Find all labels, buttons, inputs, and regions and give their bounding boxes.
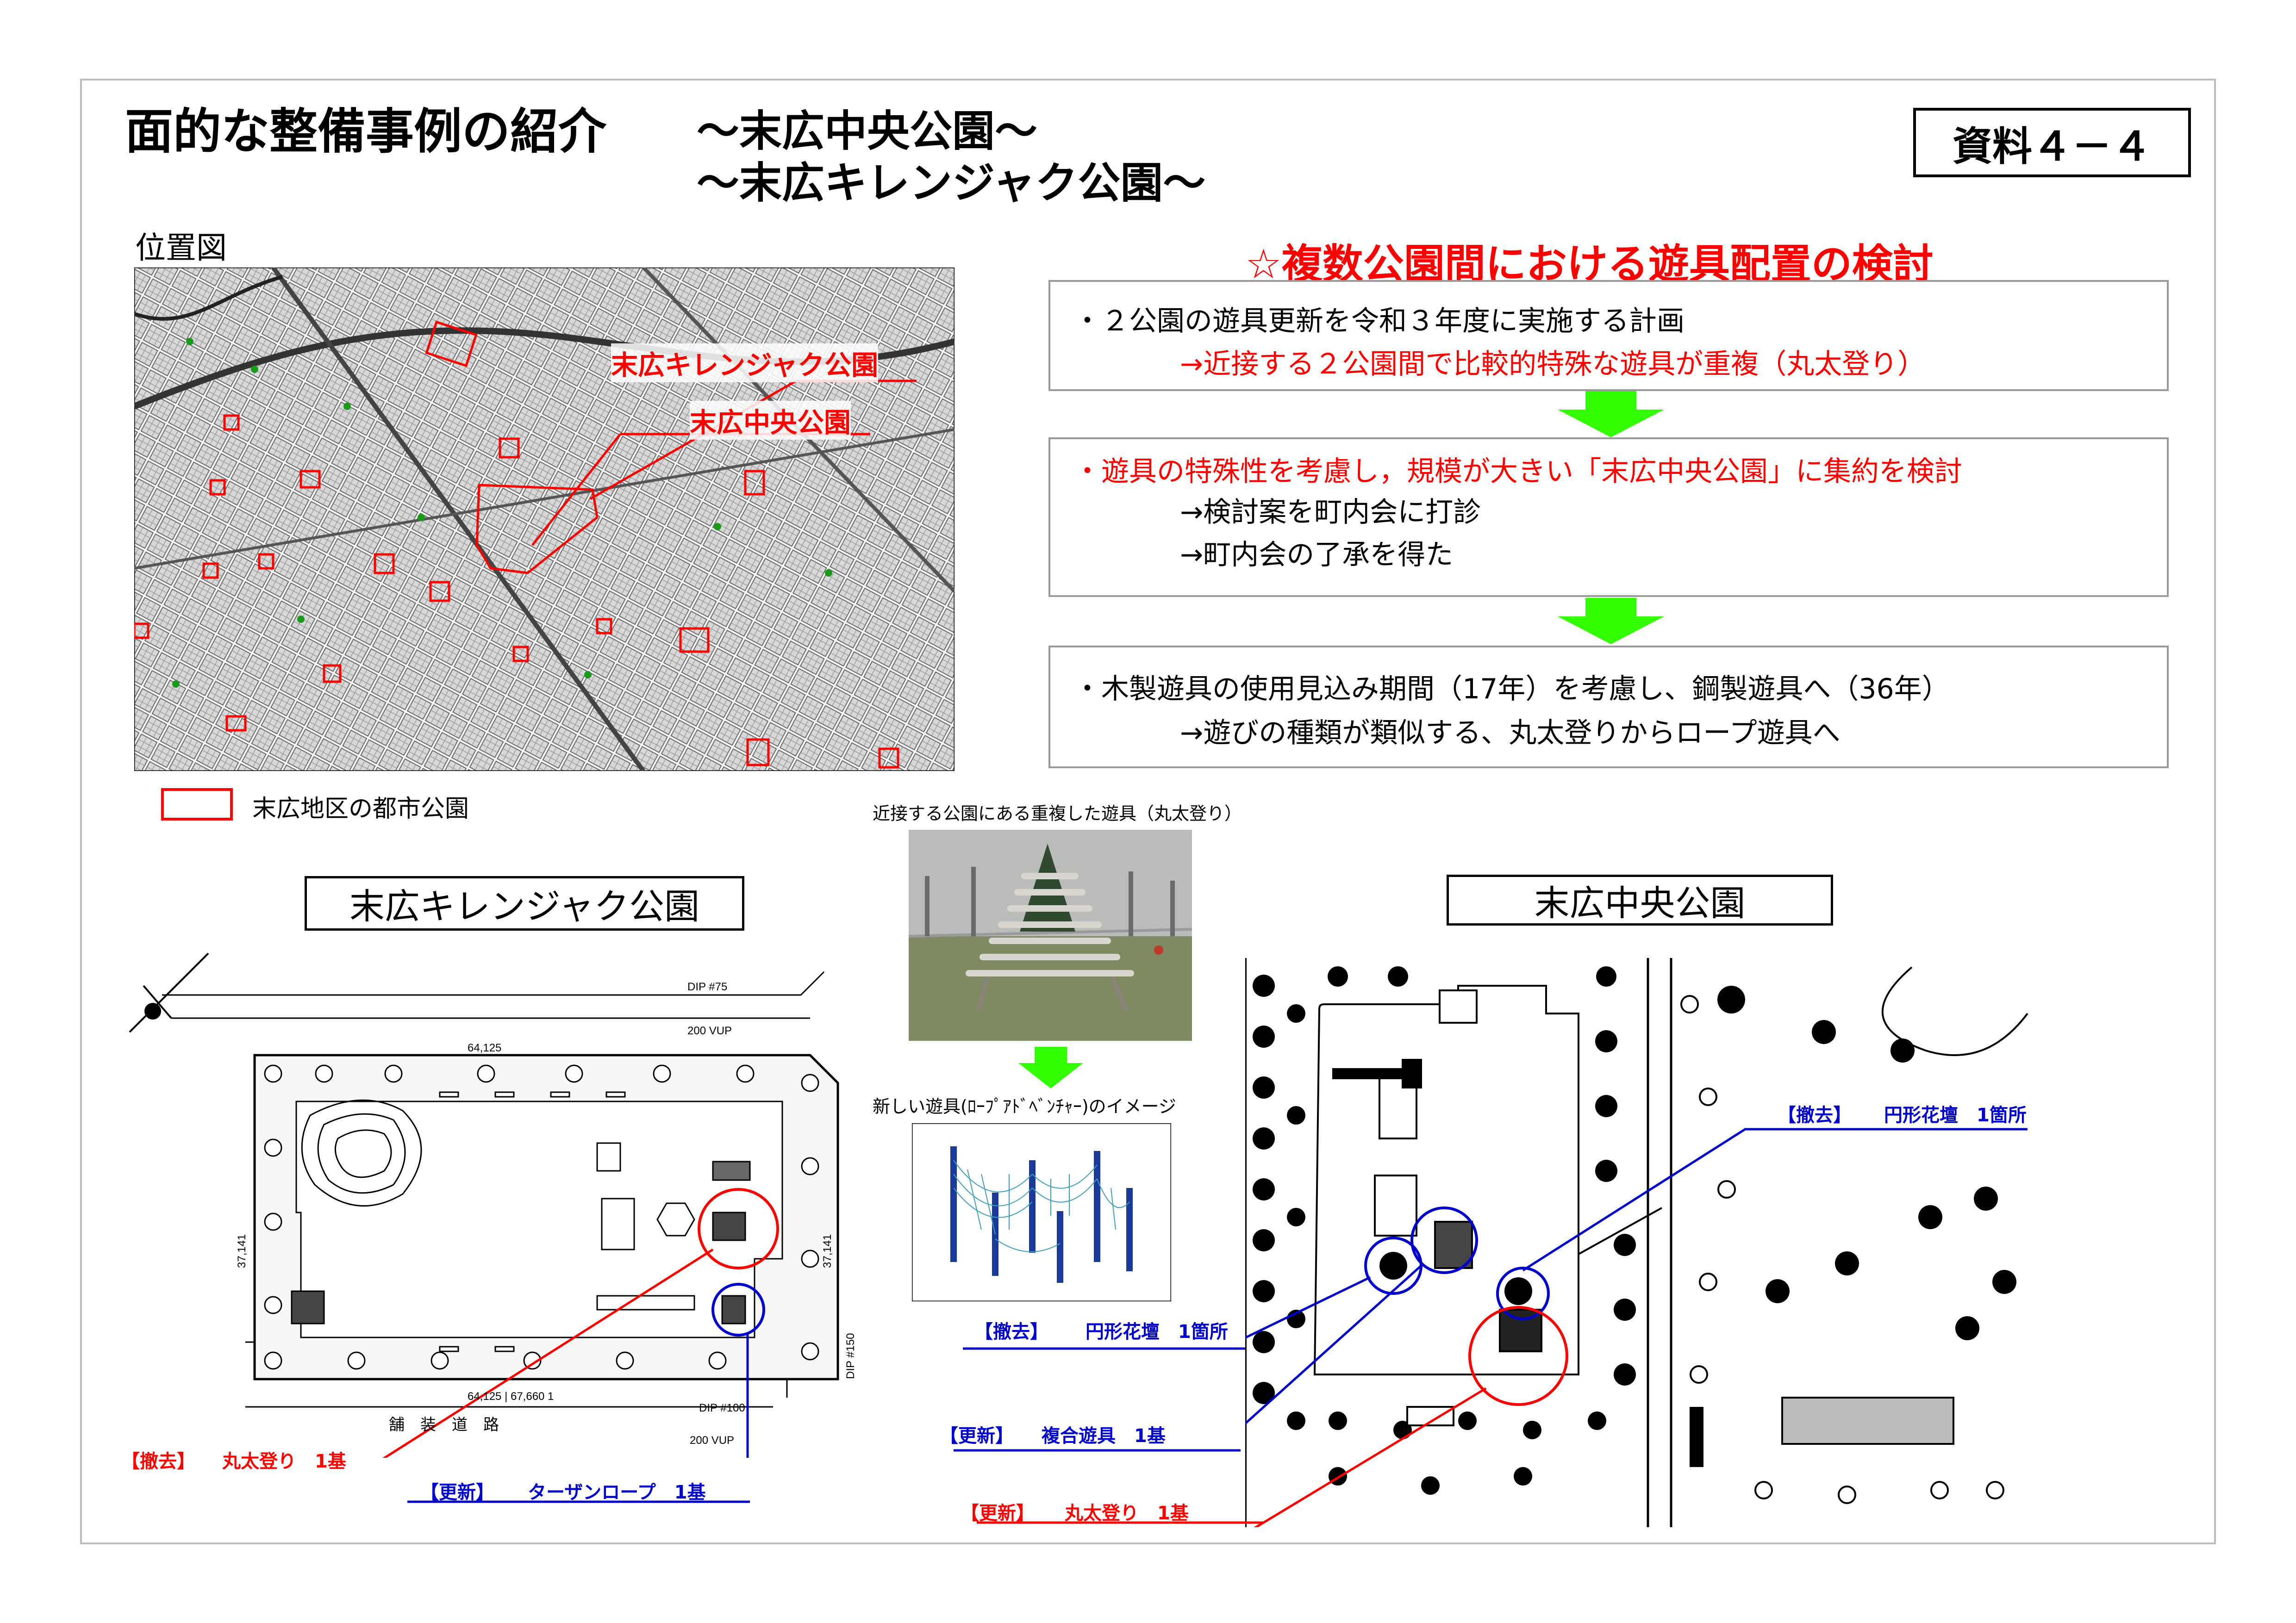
green-arrow-1	[1558, 391, 1664, 437]
kirenjaku-plan: DIP #75 200 VUP 64,125 64,125 | 67,660 1…	[129, 952, 857, 1458]
chuo-combined-text: 複合遊具 1基	[1042, 1425, 1166, 1447]
chuo-flowerbed-left-text: 円形花壇 1箇所	[1086, 1321, 1228, 1343]
kirenjaku-park-title: 末広キレンジャク公園	[305, 876, 744, 931]
box3-line2: →遊びの種類が類似する、丸太登りからロープ遊具へ	[1180, 717, 1841, 749]
kirenjaku-blue-underline	[407, 1500, 750, 1503]
slide-frame	[80, 79, 2216, 1544]
caption-existing-equipment: 近接する公園にある重複した遊具（丸太登り）	[873, 803, 1242, 824]
box3-line1: ・木製遊具の使用見込み期間（17年）を考慮し、鋼製遊具へ（36年）	[1073, 673, 1950, 705]
kirenjaku-plan-text-road: 舗 装 道 路	[389, 1416, 499, 1434]
kirenjaku-renewed-label: 【更新】	[420, 1482, 494, 1503]
chuo-combined-label: 【更新】	[940, 1425, 1014, 1447]
green-arrow-3	[1018, 1047, 1083, 1088]
page-subtitle-2: ～末広キレンジャク公園～	[697, 158, 1206, 208]
kirenjaku-plan-text-dip75: DIP #75	[687, 981, 727, 993]
chuo-flowerbed-left-label: 【撤去】	[974, 1321, 1048, 1343]
image-rope-adventure	[912, 1123, 1171, 1301]
document-label: 資料４－４	[1913, 108, 2191, 177]
chuo-log-label: 【更新】	[961, 1503, 1035, 1524]
photo-log-climber	[909, 830, 1192, 1041]
kirenjaku-plan-text-dim-right: 37,141	[821, 1234, 834, 1268]
box1-line2: →近接する２公園間で比較的特殊な遊具が重複（丸太登り）	[1180, 348, 1926, 380]
chuo-flowerbed-top-text: 円形花壇 1箇所	[1884, 1105, 2027, 1126]
page-subtitle-1: ～末広中央公園～	[697, 106, 1038, 156]
map-label-chuo: 末広中央公園	[690, 401, 851, 440]
green-arrow-2	[1558, 598, 1664, 644]
legend-text: 末広地区の都市公園	[252, 795, 469, 823]
legend-swatch	[161, 788, 233, 821]
chuo-plan	[1245, 958, 2028, 1527]
box2-line3: →町内会の了承を得た	[1180, 539, 1454, 571]
chuo-flowerbed-top-label: 【撤去】	[1778, 1105, 1852, 1126]
study-box-2: ・遊具の特殊性を考慮し，規模が大きい「末広中央公園」に集約を検討 →検討案を町内…	[1048, 437, 2169, 597]
kirenjaku-plan-text-dip150: DIP #150	[844, 1333, 857, 1379]
location-map-label: 位置図	[135, 230, 227, 266]
kirenjaku-plan-text-dim-left: 37,141	[236, 1234, 248, 1268]
box2-line1: ・遊具の特殊性を考慮し，規模が大きい「末広中央公園」に集約を検討	[1073, 455, 1962, 488]
kirenjaku-removed-label: 【撤去】	[121, 1451, 195, 1472]
box2-line2: →検討案を町内会に打診	[1180, 496, 1481, 529]
kirenjaku-plan-text-vup200-bottom: 200 VUP	[690, 1434, 734, 1447]
chuo-log-text: 丸太登り 1基	[1065, 1503, 1189, 1524]
kirenjaku-plan-text-vup200-top: 200 VUP	[687, 1025, 732, 1037]
page-title: 面的な整備事例の紹介	[125, 103, 607, 160]
study-box-1: ・２公園の遊具更新を令和３年度に実施する計画 →近接する２公園間で比較的特殊な遊…	[1048, 280, 2169, 391]
kirenjaku-renewed-text: ターザンロープ 1基	[528, 1482, 706, 1503]
chuo-leaders-left	[954, 1347, 1264, 1524]
box1-line1: ・２公園の遊具更新を令和３年度に実施する計画	[1073, 305, 1685, 337]
kirenjaku-removed-text: 丸太登り 1基	[222, 1451, 346, 1472]
map-label-kirenjaku: 末広キレンジャク公園	[611, 343, 879, 382]
chuo-park-title: 末広中央公園	[1447, 875, 1833, 926]
kirenjaku-plan-text-dim-bottom: 64,125 | 67,660 1	[468, 1390, 554, 1403]
study-box-3: ・木製遊具の使用見込み期間（17年）を考慮し、鋼製遊具へ（36年） →遊びの種類…	[1048, 646, 2169, 768]
study-heading: ☆複数公園間における遊具配置の検討	[1245, 240, 1934, 288]
kirenjaku-plan-text-dim-top: 64,125	[468, 1042, 501, 1054]
caption-new-equipment: 新しい遊具(ﾛｰﾌﾟｱﾄﾞﾍﾞﾝﾁｬｰ)のイメージ	[873, 1096, 1176, 1117]
kirenjaku-plan-text-dip100: DIP #100	[699, 1402, 745, 1414]
